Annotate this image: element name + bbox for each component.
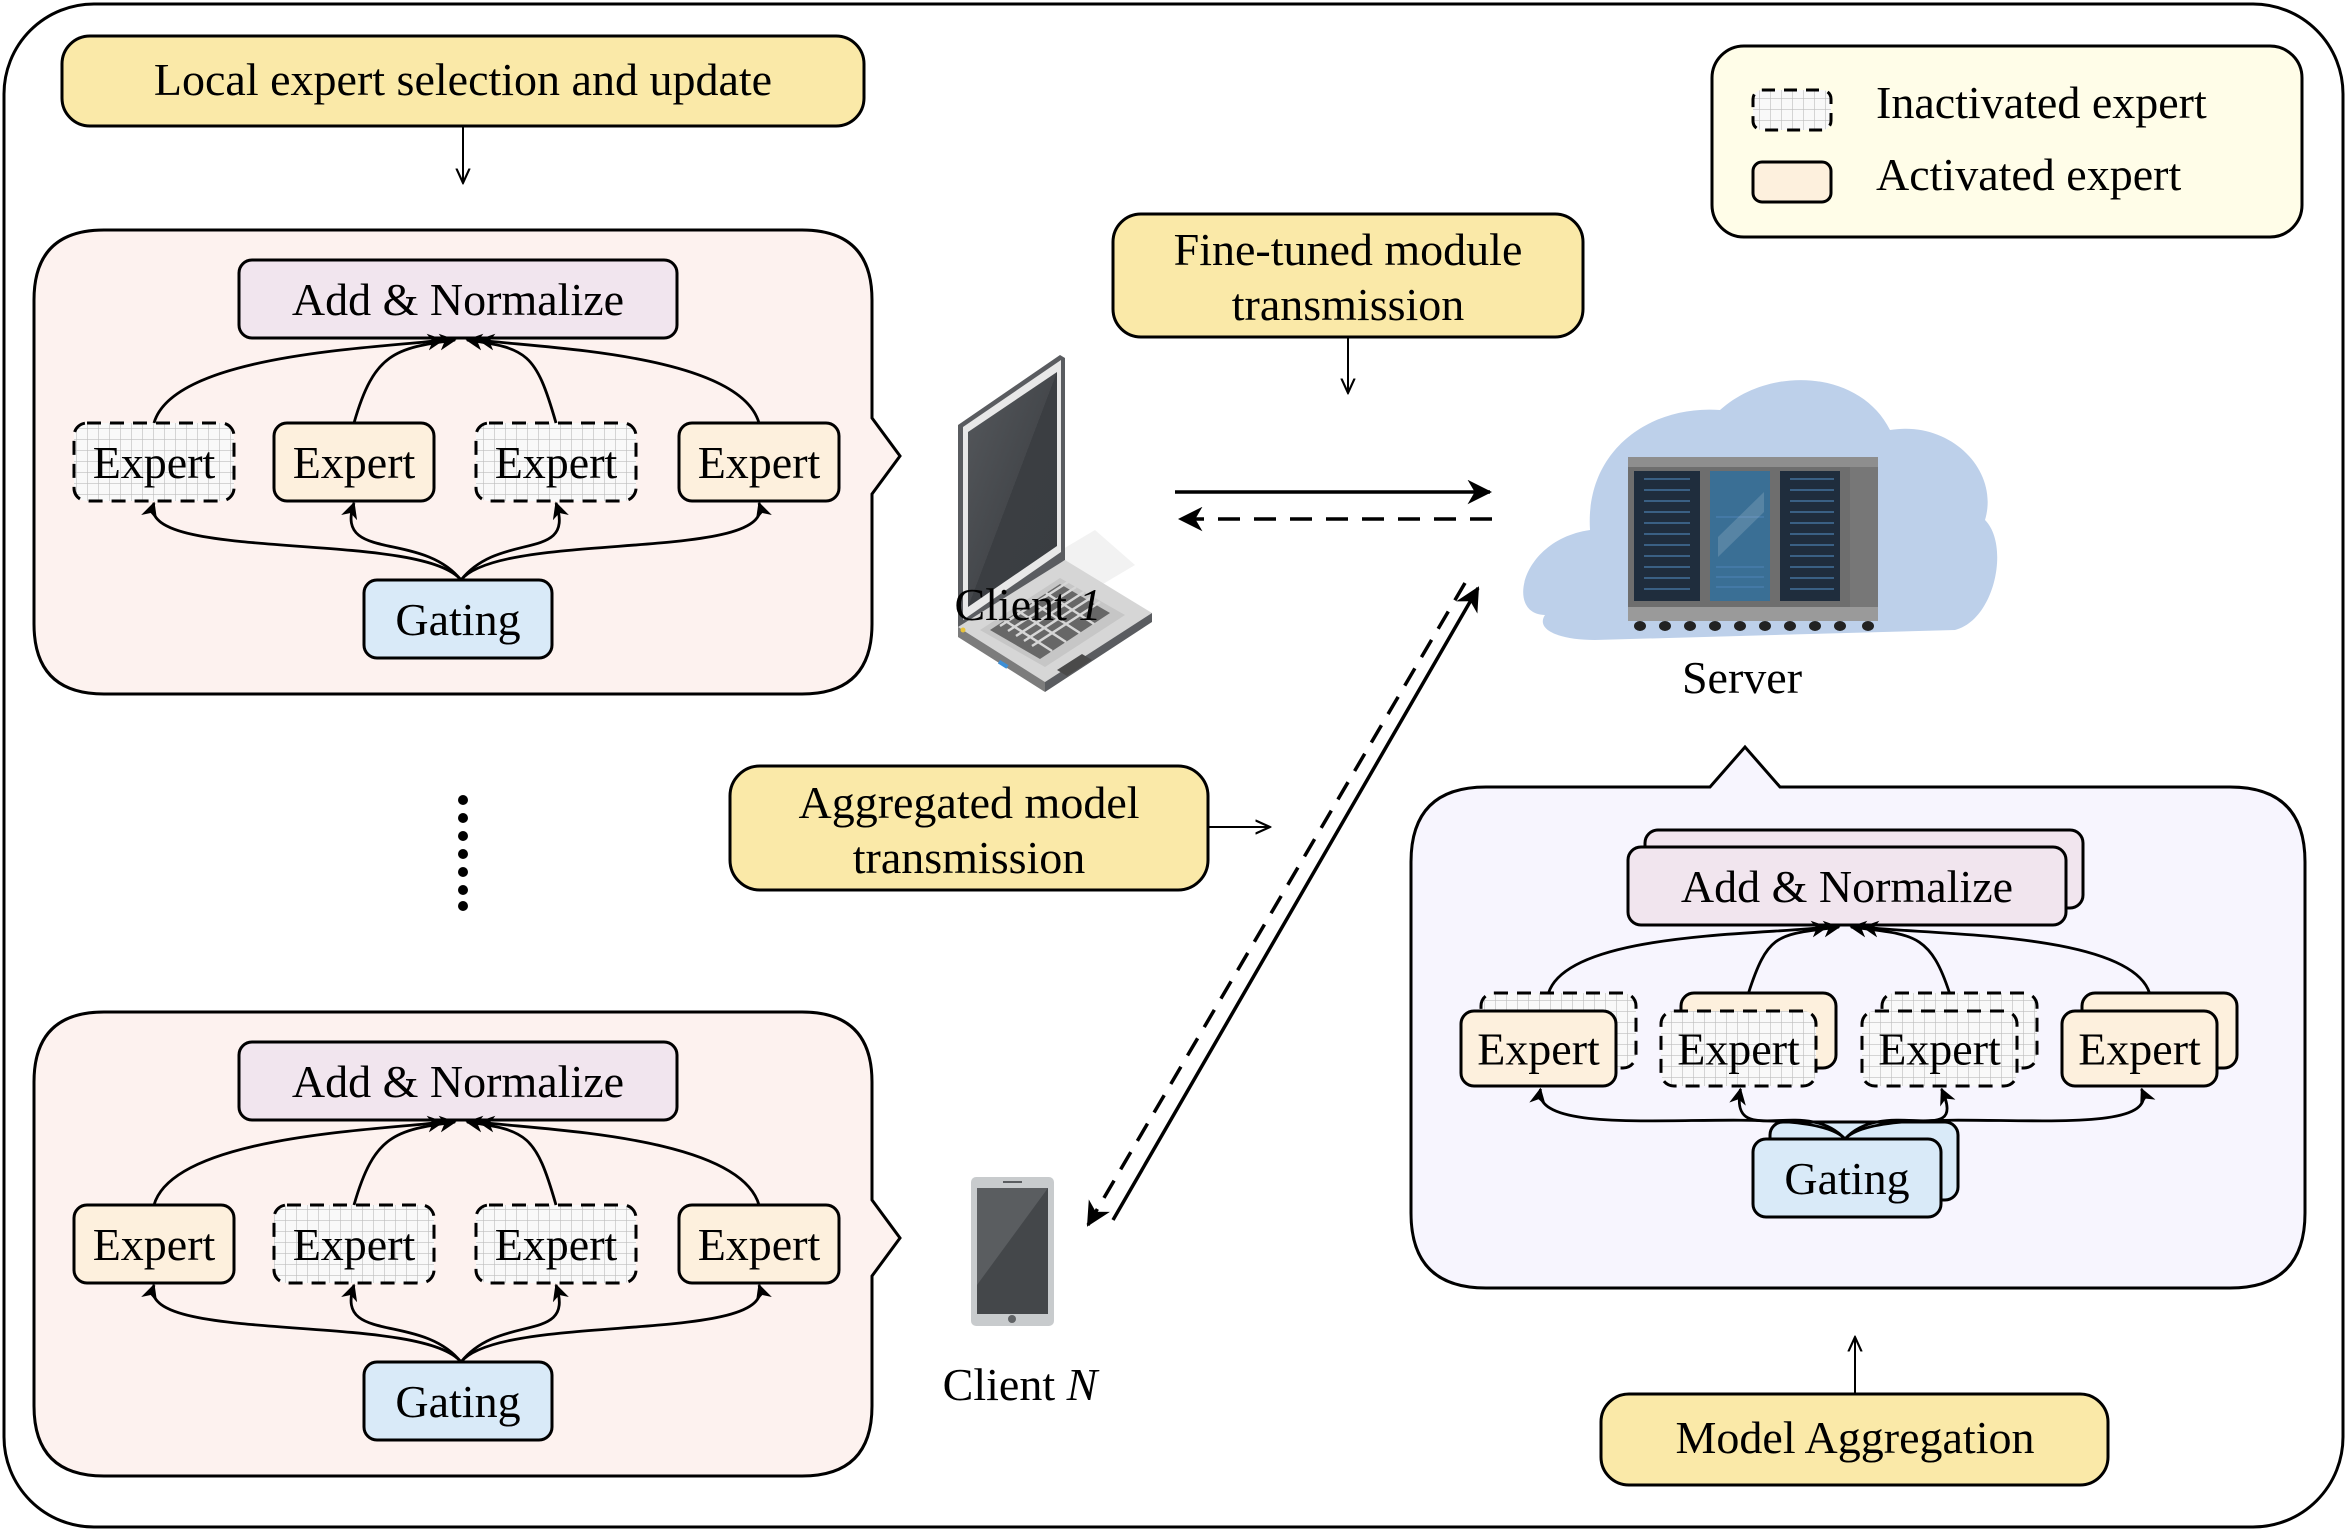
expert-to-addnorm-arrow bbox=[1547, 920, 1829, 994]
expert-box-3-inactivated: Expert bbox=[474, 421, 638, 503]
add-normalize-box: Add & Normalize bbox=[237, 258, 679, 340]
expert-to-addnorm-arrow bbox=[352, 1115, 457, 1206]
gating-to-expert-arrow bbox=[1729, 1087, 1847, 1140]
laptop-icon bbox=[958, 355, 1152, 692]
expert-to-addnorm-arrow bbox=[477, 1115, 761, 1206]
add-normalize-box: Add & Normalize bbox=[237, 1040, 679, 1122]
expert-box-3-inactivated-text: Expert bbox=[495, 437, 618, 488]
expert-box-2-inactivated: Expert bbox=[1659, 1009, 1818, 1088]
gating-to-expert-arrow bbox=[459, 501, 772, 581]
add-normalize-box-text: Add & Normalize bbox=[292, 1056, 624, 1107]
server-rack-icon bbox=[1628, 457, 1878, 631]
gating-to-expert-arrow bbox=[459, 1283, 772, 1363]
client-1-label: Client 1 bbox=[955, 579, 1102, 630]
expert-box-2-activated-text: Expert bbox=[293, 437, 416, 488]
client-n-label: Client N bbox=[943, 1359, 1100, 1410]
model-aggregation-label: Model Aggregation bbox=[1599, 1337, 2110, 1487]
expert-box-1-activated: Expert bbox=[72, 1203, 236, 1285]
expert-box-2-inactivated-text: Expert bbox=[1677, 1024, 1800, 1075]
gating-box-text: Gating bbox=[1784, 1153, 1909, 1204]
legend-inactivated-swatch bbox=[1751, 88, 1833, 132]
expert-box-1-inactivated: Expert bbox=[72, 421, 236, 503]
aggregated-text-line1: Aggregated model bbox=[798, 777, 1139, 828]
gating-box: Gating bbox=[362, 578, 554, 660]
expert-box-4-activated-text: Expert bbox=[698, 437, 821, 488]
client-block-container bbox=[32, 1010, 902, 1478]
expert-box-1-inactivated-text: Expert bbox=[93, 437, 216, 488]
aggregated-text-line2: transmission bbox=[853, 832, 1086, 883]
gating-to-expert-arrow bbox=[141, 501, 463, 581]
expert-box-4-activated-text: Expert bbox=[2078, 1024, 2201, 1075]
model-aggregation-text: Model Aggregation bbox=[1676, 1412, 2035, 1463]
local-update-text: Local expert selection and update bbox=[154, 54, 772, 105]
expert-box-1-activated-text: Expert bbox=[93, 1219, 216, 1270]
expert-box-3-inactivated: Expert bbox=[1860, 1009, 2019, 1088]
gating-to-expert-arrow bbox=[341, 501, 463, 581]
gating-box: Gating bbox=[362, 1360, 554, 1442]
gating-to-expert-arrow bbox=[341, 1283, 463, 1363]
server-label: Server bbox=[1682, 652, 1802, 703]
gating-box-text: Gating bbox=[395, 1376, 520, 1427]
expert-box-4-activated: Expert bbox=[2060, 1009, 2219, 1088]
add-normalize-box-text: Add & Normalize bbox=[1681, 861, 2013, 912]
legend-activated-swatch bbox=[1751, 160, 1833, 204]
expert-to-addnorm-arrow bbox=[1861, 920, 2151, 994]
expert-to-addnorm-arrow bbox=[1747, 920, 1841, 994]
expert-box-1-activated-text: Expert bbox=[1477, 1024, 1600, 1075]
legend-activated-text: Activated expert bbox=[1876, 149, 2181, 200]
expert-to-addnorm-arrow bbox=[477, 333, 761, 424]
tablet-icon bbox=[971, 1177, 1054, 1326]
client-block-container bbox=[32, 228, 902, 696]
gating-to-expert-arrow bbox=[459, 501, 569, 581]
gating-to-expert-arrow bbox=[459, 1283, 569, 1363]
gating-to-expert-arrow bbox=[1843, 1087, 2156, 1140]
expert-box-3-inactivated: Expert bbox=[474, 1203, 638, 1285]
expert-box-1-activated: Expert bbox=[1459, 1009, 1618, 1088]
expert-box-2-inactivated-text: Expert bbox=[293, 1219, 416, 1270]
aggregated-transmission-label: Aggregated model transmission bbox=[728, 764, 1270, 892]
gating-to-expert-arrow bbox=[141, 1283, 463, 1363]
expert-box-3-inactivated-text: Expert bbox=[495, 1219, 618, 1270]
add-normalize-box-text: Add & Normalize bbox=[292, 274, 624, 325]
expert-box-4-activated: Expert bbox=[677, 1203, 841, 1285]
expert-to-addnorm-arrow bbox=[152, 333, 445, 424]
add-normalize-box: Add & Normalize bbox=[1626, 845, 2068, 927]
local-update-label: Local expert selection and update bbox=[60, 34, 866, 183]
legend-inactivated-text: Inactivated expert bbox=[1876, 77, 2207, 128]
expert-box-2-inactivated: Expert bbox=[272, 1203, 436, 1285]
expert-box-4-activated-text: Expert bbox=[698, 1219, 821, 1270]
expert-to-addnorm-arrow bbox=[152, 1115, 445, 1206]
expert-to-addnorm-arrow bbox=[352, 333, 457, 424]
download-arrow-client-n bbox=[1086, 582, 1467, 1227]
upload-arrow-client-n bbox=[1111, 586, 1480, 1221]
gating-to-expert-arrow bbox=[1529, 1087, 1847, 1140]
legend: Inactivated expert Activated expert bbox=[1710, 44, 2304, 239]
gating-box-text: Gating bbox=[395, 594, 520, 645]
expert-box-2-activated: Expert bbox=[272, 421, 436, 503]
fine-tuned-text-line2: transmission bbox=[1232, 279, 1465, 330]
more-clients-ellipsis bbox=[458, 795, 468, 911]
gating-box: Gating bbox=[1751, 1137, 1943, 1219]
fine-tuned-text-line1: Fine-tuned module bbox=[1174, 224, 1523, 275]
fine-tuned-transmission-label: Fine-tuned module transmission bbox=[1111, 212, 1585, 393]
expert-box-4-activated: Expert bbox=[677, 421, 841, 503]
expert-box-3-inactivated-text: Expert bbox=[1878, 1024, 2001, 1075]
